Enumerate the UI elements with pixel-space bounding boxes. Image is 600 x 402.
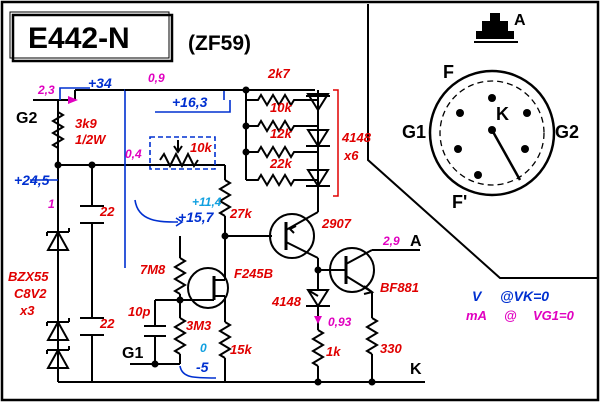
npn-label: BF881 — [380, 280, 419, 295]
pin-f-label: F — [443, 62, 454, 82]
r330-label: 330 — [380, 341, 402, 356]
c22b-label: 22 — [99, 316, 115, 331]
i093-arrow-icon — [314, 316, 322, 324]
title-box-shadow — [9, 11, 170, 59]
zener-voltage: C8V2 — [14, 286, 47, 301]
g1-label: G1 — [122, 345, 143, 362]
diode-chain-1 — [306, 93, 330, 112]
diode-chain-3 — [306, 169, 330, 188]
zener-count: x3 — [19, 303, 35, 318]
v163-label: +16,3 — [172, 94, 208, 110]
r22k-label: 22k — [269, 156, 292, 171]
resistor-10k — [246, 119, 318, 133]
d4148-count: x6 — [343, 148, 359, 163]
legend-v-unit: V — [472, 288, 483, 304]
pnp-2907 — [269, 213, 315, 259]
key-line — [490, 129, 522, 181]
potentiometer-10k — [159, 151, 199, 169]
d4148-label: 4148 — [341, 130, 372, 145]
pin-f-dot — [488, 94, 496, 102]
pin-4-dot — [521, 145, 529, 153]
legend-ma-cond2: VG1=0 — [533, 308, 575, 323]
resistor-3m3 — [173, 317, 187, 355]
resistor-22k — [246, 173, 318, 187]
fet-f245b — [187, 267, 229, 309]
i29-label: 2,9 — [382, 234, 400, 248]
diode-bracket — [333, 89, 339, 197]
pin-f2-label: F' — [452, 192, 467, 212]
a-label: A — [410, 233, 422, 250]
resistor-1k — [311, 329, 325, 367]
zener-diode-3 — [46, 346, 70, 369]
r1k-label: 1k — [326, 344, 341, 359]
k-label: K — [410, 361, 422, 378]
pin-g1-label: G1 — [402, 122, 426, 142]
zener-diode-2 — [46, 318, 70, 341]
v157-label: +15,7 — [178, 209, 215, 225]
i09-label: 0,9 — [148, 71, 165, 85]
socket-inner-ring — [439, 80, 545, 186]
r3k9-label: 3k9 — [75, 116, 97, 131]
resistor-7m8 — [173, 257, 187, 295]
pot-dashed-box — [149, 136, 216, 170]
i23-label: 2,3 — [37, 83, 55, 97]
current-arrow-icon — [68, 96, 78, 104]
c10p-label: 10p — [128, 304, 150, 319]
d4148-lower-label: 4148 — [271, 294, 302, 309]
vneg5-label: -5 — [196, 359, 209, 375]
pin-1-dot — [456, 109, 464, 117]
resistor-2k7 — [246, 93, 318, 107]
r10k-label: 10k — [270, 100, 292, 115]
v245-label: +24,5 — [14, 172, 50, 188]
r12k-label: 12k — [270, 126, 292, 141]
g2-label: G2 — [16, 110, 37, 127]
v34-label: +34 — [88, 75, 112, 91]
zener-diode-1 — [46, 228, 70, 251]
c22a-label: 22 — [99, 204, 115, 219]
capacitor-c22b — [80, 317, 104, 336]
pin-g2-label: G2 — [555, 122, 579, 142]
fet-label: F245B — [234, 266, 273, 281]
annot-wire-34 — [124, 89, 240, 268]
pnp-label: 2907 — [321, 216, 352, 231]
resistor-3k9 — [51, 111, 65, 149]
title-box — [11, 13, 174, 63]
resistor-330 — [365, 317, 379, 355]
legend-v-cond: @VK=0 — [500, 288, 549, 304]
pin-a-top-label: A — [514, 12, 526, 29]
diode-4148-lower — [306, 289, 330, 308]
legend-ma-cond: @ — [504, 308, 517, 323]
i04-label: 0,4 — [125, 147, 142, 161]
tube-type: E442-N — [28, 22, 130, 55]
capacitor-10p — [144, 325, 166, 337]
pin-2-dot — [454, 145, 462, 153]
tube-symbol-icon — [474, 13, 518, 43]
r27k-label: 27k — [229, 206, 252, 221]
v0-label: 0 — [200, 341, 207, 355]
r3k9-rating: 1/2W — [75, 132, 107, 147]
resistor-12k — [246, 145, 318, 159]
i093-label: 0,93 — [328, 315, 352, 329]
pin-f2-dot — [474, 171, 482, 179]
pin-3-dot — [523, 109, 531, 117]
resistor-27k — [218, 179, 232, 217]
capacitor-c22a — [80, 205, 104, 224]
pinout-panel-border — [367, 4, 597, 279]
zener-type: BZX55 — [8, 269, 49, 284]
tube-code: (ZF59) — [188, 32, 251, 55]
r2k7-label: 2k7 — [267, 66, 290, 81]
r3m3-label: 3M3 — [186, 318, 212, 333]
pot10k-label: 10k — [190, 140, 212, 155]
r7m8-label: 7M8 — [140, 262, 166, 277]
pin-k-label: K — [496, 104, 509, 124]
i1-label: 1 — [48, 197, 55, 211]
r15k-label: 15k — [230, 342, 252, 357]
socket-outer-ring — [428, 69, 556, 197]
resistor-15k — [218, 321, 232, 359]
legend-ma-unit: mA — [466, 308, 487, 323]
v114-label: +11,4 — [192, 195, 222, 209]
diode-chain-2 — [306, 129, 330, 148]
